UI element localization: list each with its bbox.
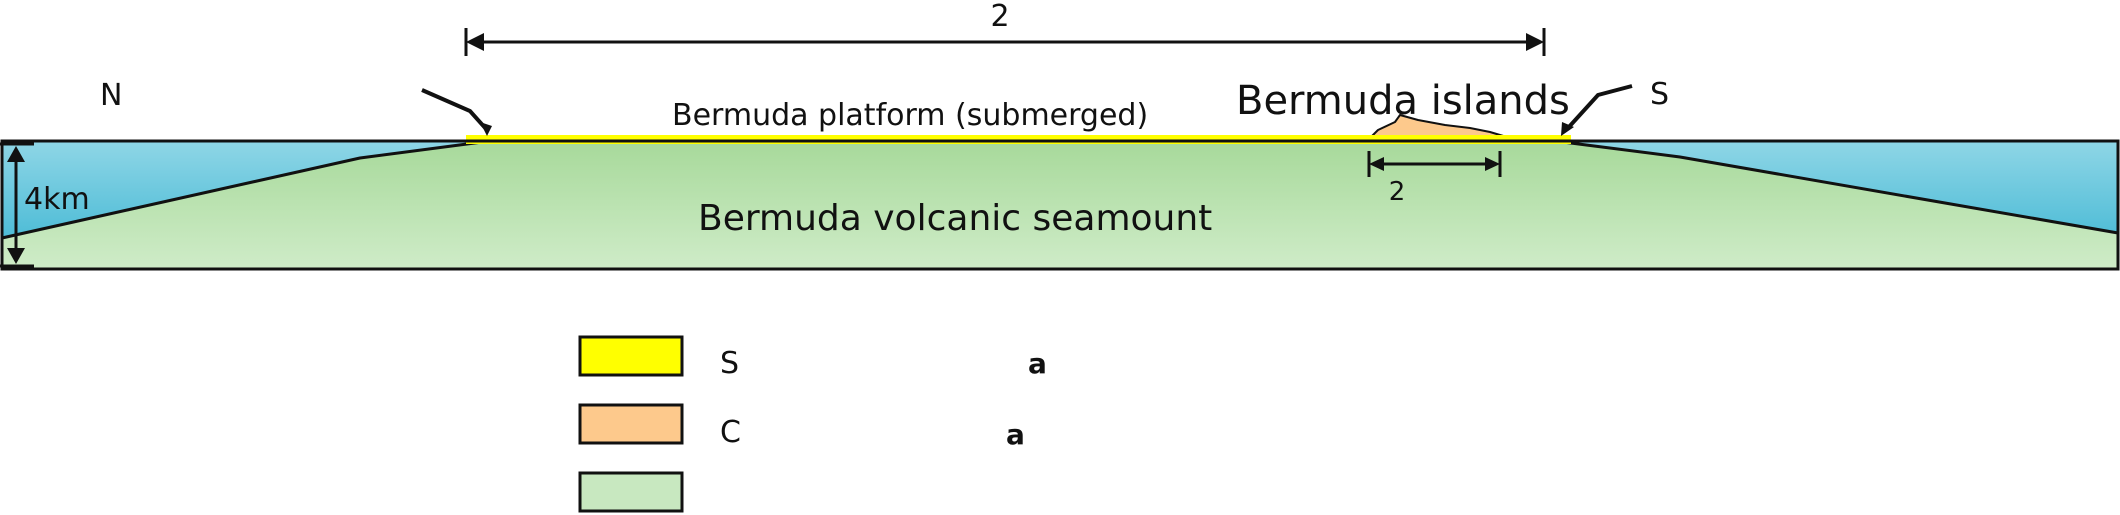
top-width-dimension [464, 28, 1546, 56]
legend-swatch [578, 335, 684, 377]
platform-pointer-line [421, 88, 489, 132]
legend-swatch [578, 471, 684, 513]
top-width-label: 2 [990, 0, 1009, 34]
platform-pointer-arrowhead [480, 122, 492, 136]
islands-pointer-arrowhead [1561, 122, 1574, 136]
island-width-label: 2 [1389, 177, 1406, 207]
legend-label: C [720, 415, 741, 450]
platform-label: Bermuda platform (submerged) [672, 98, 1148, 133]
seamount-label: Bermuda volcanic seamount [698, 198, 1212, 239]
legend-item [578, 471, 684, 513]
legend: S a C a [578, 335, 1047, 513]
island-width-dimension [1367, 151, 1502, 177]
depth-dimension [0, 142, 34, 268]
legend-note: a [1006, 418, 1025, 451]
legend-item: C a [578, 403, 1025, 451]
section-outline [0, 139, 2120, 271]
legend-label: S [720, 346, 739, 381]
legend-item: S a [578, 335, 1047, 381]
islands-label: Bermuda islands [1236, 78, 1570, 124]
legend-swatch [578, 403, 684, 445]
north-label: N [100, 78, 122, 113]
legend-note: a [1028, 347, 1047, 380]
south-label: S [1650, 77, 1669, 112]
islands-pointer-line [1566, 84, 1633, 130]
depth-label: 4km [24, 182, 90, 217]
